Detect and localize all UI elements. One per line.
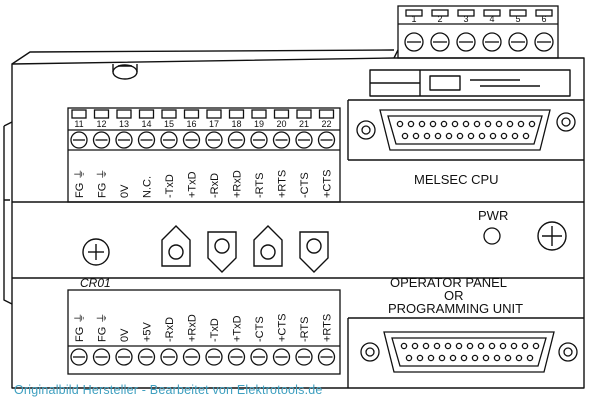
- lower-terminal-screw: [205, 348, 223, 366]
- upper-terminal-screw: [250, 131, 268, 149]
- upper-signal-label: +RTS: [277, 170, 289, 198]
- upper-signal-label: +CTS: [322, 170, 334, 198]
- lower-signal-label: +TxD: [232, 315, 244, 342]
- lower-signal-label: +RxD: [187, 314, 199, 342]
- upper-terminal-number: 18: [231, 119, 241, 129]
- upper-terminal-number: 11: [74, 119, 83, 129]
- upper-signal-label: -TxD: [164, 174, 176, 198]
- lower-terminal-screw: [137, 348, 156, 366]
- top-terminal-screw: [508, 32, 528, 52]
- upper-terminal-screw: [160, 131, 178, 149]
- lower-terminal-screw: [92, 348, 111, 366]
- upper-terminal-screw: [92, 131, 111, 149]
- dsub-connector-melsec: [356, 109, 576, 151]
- lower-terminal-screw: [160, 348, 178, 366]
- lower-terminal-screw: [317, 348, 336, 366]
- cr01-label: CR01: [80, 276, 111, 290]
- upper-terminal-screw: [70, 131, 88, 149]
- top-terminal-screw: [404, 32, 424, 52]
- lower-terminal-screw: [115, 348, 133, 366]
- upper-terminal-number: 13: [119, 119, 129, 129]
- lower-terminal-strip: [67, 289, 341, 375]
- lower-signal-label: -RxD: [164, 317, 176, 342]
- top-terminal-screw: [482, 32, 502, 52]
- housing-top-face: [11, 49, 399, 65]
- upper-signal-label: N.C.: [142, 176, 154, 198]
- right-screw-icon: [537, 221, 567, 251]
- upper-signal-label: -RxD: [209, 173, 221, 198]
- upper-terminal-screw: [137, 131, 156, 149]
- pwr-led-icon: [483, 227, 501, 245]
- lower-signal-label: 0V: [119, 328, 131, 342]
- upper-terminal-screw: [295, 131, 313, 149]
- lower-terminal-screw: [182, 348, 201, 366]
- status-leds: [161, 225, 329, 273]
- upper-signal-label: -CTS: [299, 172, 311, 198]
- lower-terminal-screw: [70, 348, 88, 366]
- top-terminal-number: 2: [437, 14, 442, 24]
- upper-terminal-screw: [205, 131, 223, 149]
- dsub-connector-operator-panel: [360, 331, 578, 373]
- operator-panel-line1: OPERATOR PANEL: [390, 275, 507, 290]
- upper-signal-label: FG ⏚: [96, 169, 109, 198]
- upper-terminal-number: 21: [299, 119, 309, 129]
- upper-terminal-number: 16: [186, 119, 196, 129]
- upper-terminal-number: 14: [141, 119, 151, 129]
- left-rail: [3, 121, 13, 305]
- pwr-label: PWR: [478, 208, 508, 223]
- top-terminal-screw: [534, 32, 554, 52]
- upper-terminal-number: 15: [164, 119, 174, 129]
- lower-signal-label: -CTS: [254, 316, 266, 342]
- lower-signal-label: FG ⏚: [96, 313, 109, 342]
- lower-signal-label: FG ⏚: [73, 313, 86, 342]
- top-terminal-screw: [430, 32, 450, 52]
- upper-terminal-number: 12: [96, 119, 106, 129]
- lower-signal-label: +CTS: [277, 314, 289, 342]
- upper-signal-label: +TxD: [187, 171, 199, 198]
- top-terminal-block: [397, 5, 559, 59]
- watermark-text: Originalbild Hersteller - Bearbeitet von…: [14, 383, 323, 397]
- upper-terminal-number: 17: [209, 119, 219, 129]
- lower-signal-label: -RTS: [299, 317, 311, 342]
- upper-signal-label: -RTS: [254, 173, 266, 198]
- operator-panel-line2: OR: [444, 288, 464, 303]
- upper-signal-label: FG ⏚: [73, 169, 86, 198]
- operator-panel-line3: PROGRAMMING UNIT: [388, 301, 523, 316]
- lower-terminal-screw: [295, 348, 313, 366]
- upper-terminal-number: 19: [254, 119, 264, 129]
- lower-signal-label: +RTS: [322, 314, 334, 342]
- top-terminal-number: 5: [515, 14, 520, 24]
- lower-terminal-screw: [227, 348, 246, 366]
- top-terminal-screw: [456, 32, 476, 52]
- top-terminal-number: 6: [541, 14, 546, 24]
- housing-outline: [11, 57, 585, 389]
- upper-terminal-screw: [227, 131, 246, 149]
- lower-signal-label: +5V: [142, 321, 154, 342]
- upper-signal-label: 0V: [119, 184, 131, 198]
- upper-terminal-screw: [317, 131, 336, 149]
- upper-signal-label: +RxD: [232, 170, 244, 198]
- upper-terminal-number: 22: [321, 119, 331, 129]
- upper-terminal-screw: [182, 131, 201, 149]
- cr01-screw-icon: [82, 238, 110, 266]
- lower-signal-label: -TxD: [209, 318, 221, 342]
- melsec-cpu-label: MELSEC CPU: [414, 172, 499, 187]
- upper-terminal-number: 20: [276, 119, 286, 129]
- upper-terminal-strip: [67, 107, 341, 203]
- top-terminal-number: 4: [489, 14, 494, 24]
- top-terminal-number: 1: [411, 14, 416, 24]
- upper-terminal-screw: [115, 131, 133, 149]
- lower-terminal-screw: [250, 348, 268, 366]
- lower-terminal-screw: [272, 348, 291, 366]
- upper-terminal-screw: [272, 131, 291, 149]
- top-terminal-number: 3: [463, 14, 468, 24]
